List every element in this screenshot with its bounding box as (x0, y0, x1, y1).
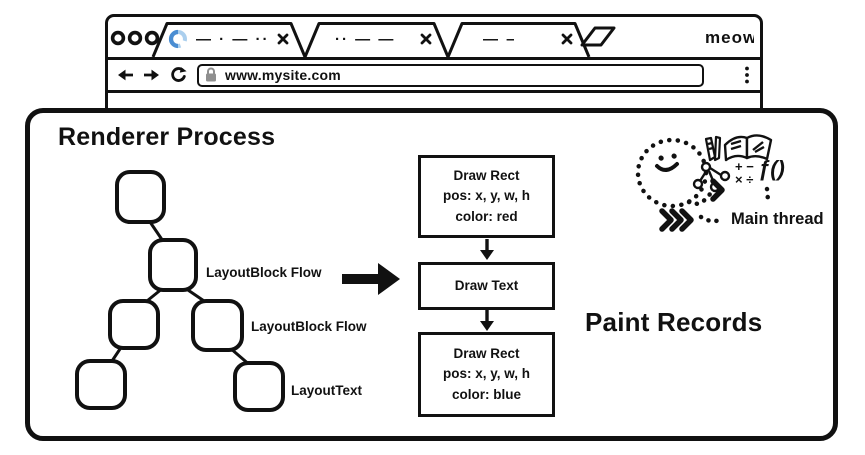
paint-record-draw-text: Draw Text (418, 262, 555, 310)
tab-1[interactable]: — · — ·· (151, 22, 307, 58)
paint-line: color: red (455, 208, 518, 224)
window-control-2[interactable] (127, 30, 143, 46)
thread-trail (686, 178, 771, 224)
tab-2-placeholder: ·· — — (335, 31, 395, 48)
navigation-bar: www.mysite.com (108, 57, 760, 93)
menu-dots-icon[interactable] (744, 66, 750, 84)
tree-node-leaf-left (75, 359, 127, 410)
paint-record-draw-rect-blue: Draw Rect pos: x, y, w, h color: blue (418, 332, 555, 417)
brand-label: meow (705, 28, 754, 47)
tree-node-layoutblock-1 (148, 238, 198, 292)
smiley-face-icon (655, 153, 679, 172)
paint-line: Draw Rect (453, 346, 520, 362)
function-symbol: ƒ() (758, 156, 785, 181)
tab-1-placeholder: — · — ·· (196, 31, 270, 48)
tree-node-child-left (108, 299, 160, 350)
flow-arrow-2-icon (480, 310, 494, 331)
paint-line: pos: x, y, w, h (442, 366, 530, 382)
pencils-icon (704, 135, 722, 162)
math-symbols-row2: × ÷ (735, 172, 753, 187)
paint-line: pos: x, y, w, h (442, 188, 530, 204)
window-control-3[interactable] (144, 30, 160, 46)
tree-node-layoutblock-2 (191, 299, 244, 352)
spinner-icon (168, 29, 188, 49)
renderer-process-panel: Renderer Process LayoutBlock Flow Layout… (25, 108, 838, 441)
tree-label-2: LayoutBlock Flow (251, 319, 367, 334)
book-icon (723, 134, 773, 162)
lock-icon (206, 67, 216, 82)
new-tab-button[interactable] (580, 26, 616, 47)
forward-icon[interactable] (143, 67, 160, 83)
tab-3-close-icon[interactable] (561, 33, 573, 45)
main-thread-loop (635, 137, 709, 209)
tree-node-root (115, 170, 166, 224)
browser-window: — · — ·· ·· — — — – meow (105, 14, 763, 118)
main-thread-doodle: + − × ÷ ƒ() Main thread (635, 134, 824, 232)
paint-record-draw-rect-red: Draw Rect pos: x, y, w, h color: red (418, 155, 555, 238)
tab-2-close-icon[interactable] (420, 33, 432, 45)
mini-tree-icon (692, 161, 731, 193)
tree-node-layouttext (233, 361, 285, 412)
reload-icon[interactable] (169, 66, 188, 84)
window-control-1[interactable] (110, 30, 126, 46)
flow-arrow-1-icon (480, 239, 494, 260)
address-bar[interactable]: www.mysite.com (197, 63, 704, 87)
url-text: www.mysite.com (225, 66, 341, 83)
transform-arrow-icon (342, 263, 400, 295)
paint-line: Draw Text (454, 277, 519, 293)
paint-records-heading: Paint Records (585, 307, 763, 337)
paint-line: Draw Rect (453, 168, 520, 184)
math-symbols-row1: + − (735, 159, 754, 174)
back-icon[interactable] (117, 67, 134, 83)
tab-2[interactable]: ·· — — (303, 22, 450, 58)
chevrons-icon (659, 208, 694, 232)
tree-label-3: LayoutText (291, 383, 363, 398)
paint-line: color: blue (451, 386, 521, 402)
renderer-process-title: Renderer Process (58, 123, 276, 151)
main-thread-label: Main thread (731, 210, 824, 228)
tab-1-close-icon[interactable] (277, 33, 289, 45)
layout-tree: LayoutBlock Flow LayoutBlock Flow Layout… (75, 170, 367, 412)
tab-3[interactable]: — – (446, 22, 591, 58)
tab-3-placeholder: — – (483, 31, 517, 48)
tab-strip: — · — ·· ·· — — — – meow (110, 22, 754, 58)
tree-label-1: LayoutBlock Flow (206, 265, 322, 280)
window-controls[interactable] (110, 30, 160, 46)
